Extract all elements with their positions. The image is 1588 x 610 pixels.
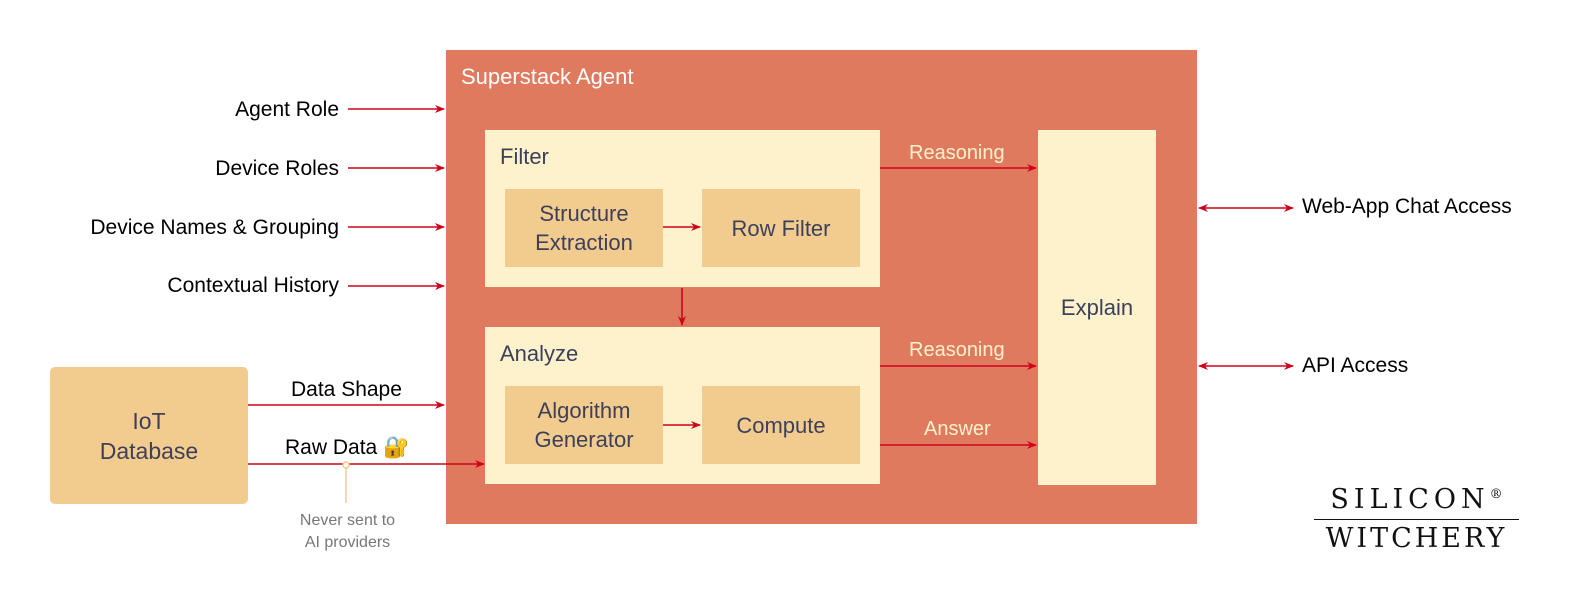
structure-extraction-box: Structure Extraction	[505, 189, 663, 267]
silicon-witchery-logo: SILICON® WITCHERY	[1314, 478, 1519, 554]
input-contextual-history: Contextual History	[167, 274, 339, 297]
logo-line2: WITCHERY	[1325, 523, 1508, 554]
reasoning-label-analyze: Reasoning	[909, 339, 1005, 361]
input-device-names-grouping: Device Names & Grouping	[90, 216, 339, 239]
algorithm-generator-box: Algorithm Generator	[505, 386, 663, 464]
privacy-note: Never sent to AI providers	[299, 512, 396, 551]
input-agent-role: Agent Role	[235, 98, 339, 121]
filter-title: Filter	[500, 144, 549, 169]
answer-label: Answer	[924, 418, 991, 440]
privacy-note-connector	[342, 461, 350, 503]
data-shape-label: Data Shape	[291, 378, 402, 401]
input-device-roles: Device Roles	[215, 157, 339, 180]
output-web-app-chat-access: Web-App Chat Access	[1302, 195, 1512, 218]
analyze-title: Analyze	[500, 341, 579, 366]
agent-title: Superstack Agent	[461, 64, 634, 89]
raw-data-label: Raw Data 🔐	[285, 436, 410, 459]
iot-database-label: IoT Database	[99, 407, 199, 464]
explain-label: Explain	[1060, 294, 1134, 320]
compute-box: Compute	[702, 386, 860, 464]
reasoning-label-filter: Reasoning	[909, 142, 1005, 164]
registered-mark: ®	[1489, 487, 1503, 502]
logo-line1: SILICON	[1330, 484, 1490, 515]
iot-database-box: IoT Database	[50, 367, 248, 504]
output-api-access: API Access	[1302, 354, 1409, 377]
row-filter-box: Row Filter	[702, 189, 860, 267]
explain-panel: Explain	[1038, 130, 1156, 485]
logo-rule	[1314, 519, 1519, 520]
